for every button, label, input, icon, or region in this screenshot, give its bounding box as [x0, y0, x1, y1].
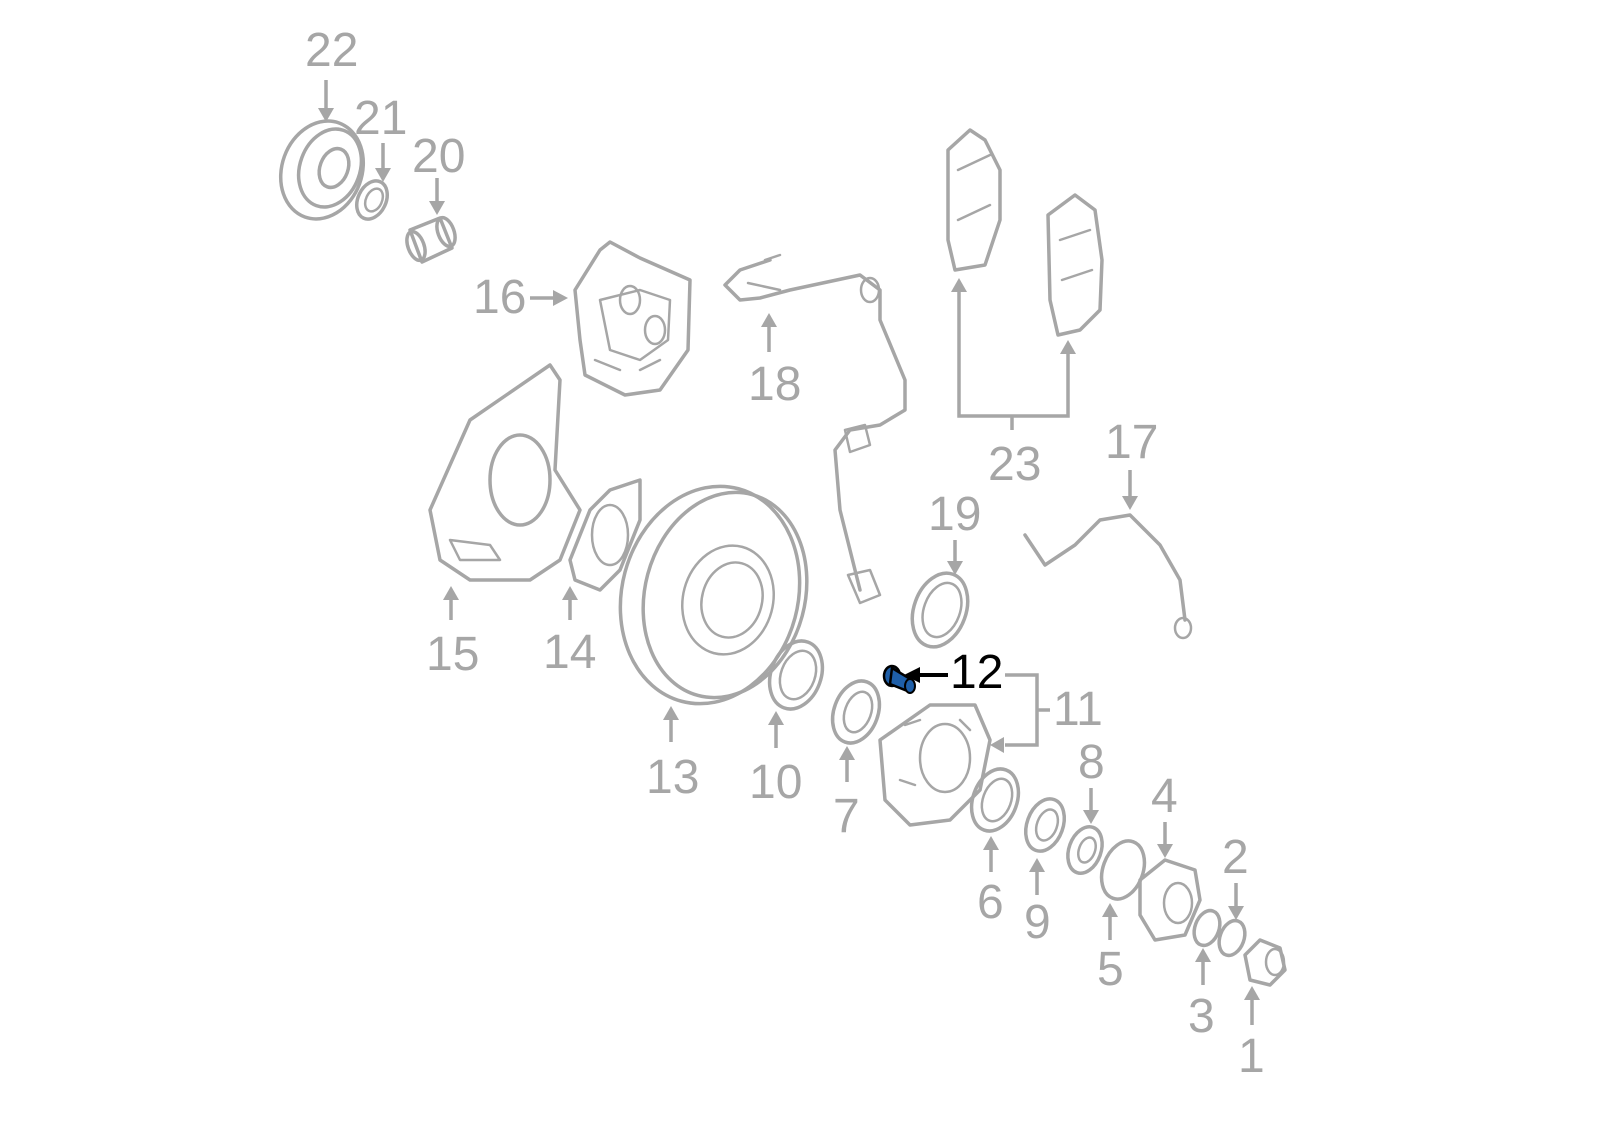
- callout-arrow-5: [1102, 903, 1118, 940]
- part-22-bearing-race[interactable]: [267, 109, 376, 230]
- part-3-snap-ring[interactable]: [1190, 907, 1225, 949]
- callout-bracket-23: [951, 278, 1076, 430]
- label-10: 10: [749, 756, 802, 809]
- label-9: 9: [1024, 896, 1051, 949]
- part-2-ring[interactable]: [1215, 917, 1250, 959]
- callout-arrow-19: [947, 540, 963, 575]
- part-9-washer[interactable]: [1019, 793, 1071, 856]
- callout-arrow-22: [318, 80, 334, 122]
- part-11-hub[interactable]: [878, 703, 992, 827]
- part-14-bracket[interactable]: [568, 478, 642, 592]
- callout-arrow-20: [429, 178, 445, 215]
- part-10-seal[interactable]: [761, 634, 832, 717]
- label-5: 5: [1097, 943, 1124, 996]
- part-8-lock-washer[interactable]: [1062, 822, 1108, 878]
- callout-arrow-8: [1083, 788, 1099, 824]
- label-15: 15: [426, 628, 479, 681]
- callout-arrow-2: [1228, 883, 1244, 920]
- label-20: 20: [412, 130, 465, 183]
- callout-arrow-16: [530, 290, 568, 306]
- callout-arrow-17: [1122, 470, 1138, 510]
- part-6-seal[interactable]: [963, 762, 1026, 837]
- label-6: 6: [977, 876, 1004, 929]
- label-21: 21: [354, 92, 407, 145]
- part-13-brake-rotor[interactable]: [597, 466, 830, 724]
- callout-arrow-15: [443, 586, 459, 620]
- callout-bracket-11: [990, 673, 1050, 753]
- callout-arrow-7: [839, 746, 855, 782]
- callout-arrow-21: [375, 143, 391, 182]
- part-20-bearing[interactable]: [403, 215, 458, 264]
- part-12-wheel-stud[interactable]: [882, 664, 916, 694]
- callout-arrow-3: [1195, 948, 1211, 985]
- part-17-brake-hose[interactable]: [1023, 513, 1193, 640]
- callout-arrow-12: [904, 667, 948, 683]
- part-1-dust-cap[interactable]: [1243, 938, 1287, 987]
- callout-arrow-13: [663, 706, 679, 742]
- callout-arrow-18: [761, 313, 777, 352]
- label-7: 7: [833, 790, 860, 843]
- label-23: 23: [988, 438, 1041, 491]
- callout-arrow-14: [562, 586, 578, 620]
- callout-arrow-4: [1157, 822, 1173, 858]
- part-23-brake-pads[interactable]: [946, 128, 1104, 337]
- label-12: 12: [950, 646, 1003, 699]
- callout-arrow-6: [983, 836, 999, 872]
- part-7-bearing[interactable]: [824, 674, 887, 749]
- label-17: 17: [1105, 416, 1158, 469]
- part-19-ring[interactable]: [903, 565, 978, 654]
- label-14: 14: [543, 626, 596, 679]
- part-15-dust-shield[interactable]: [428, 363, 582, 582]
- part-18-abs-sensor[interactable]: [723, 253, 907, 605]
- label-3: 3: [1188, 990, 1215, 1043]
- label-16: 16: [473, 271, 526, 324]
- label-18: 18: [748, 358, 801, 411]
- callout-arrow-9: [1029, 858, 1045, 895]
- label-4: 4: [1151, 770, 1178, 823]
- label-1: 1: [1238, 1030, 1265, 1083]
- label-11: 11: [1053, 683, 1103, 736]
- part-16-caliper[interactable]: [573, 240, 692, 397]
- label-13: 13: [646, 751, 699, 804]
- label-8: 8: [1078, 736, 1105, 789]
- callout-arrow-10: [768, 711, 784, 748]
- part-21-seal[interactable]: [351, 176, 393, 224]
- label-2: 2: [1222, 831, 1249, 884]
- callout-arrow-1: [1244, 986, 1260, 1025]
- label-22: 22: [305, 24, 358, 77]
- label-19: 19: [928, 488, 981, 541]
- part-4-flange[interactable]: [1138, 858, 1202, 942]
